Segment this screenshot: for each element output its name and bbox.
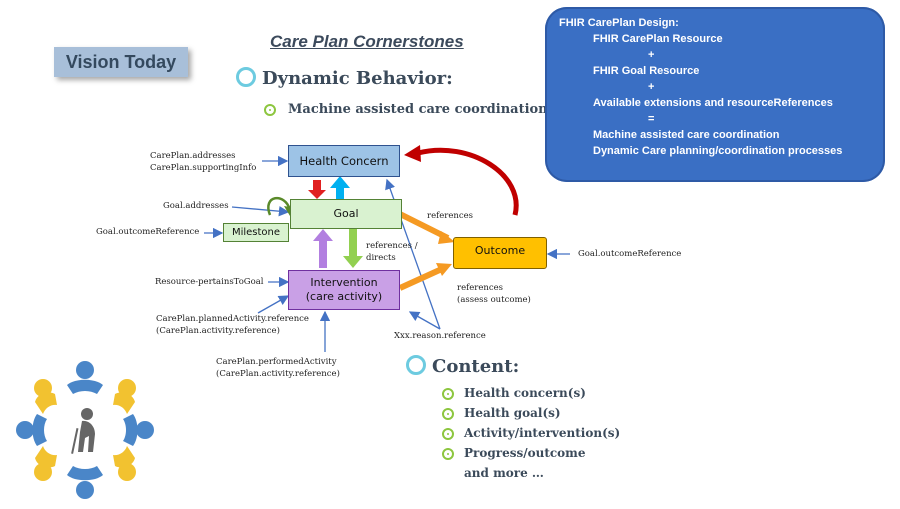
intervention-box: Intervention (care activity) <box>288 270 400 310</box>
fhir-line: Available extensions and resourceReferen… <box>593 97 833 109</box>
label-directs: directs <box>366 253 396 263</box>
content-item: Progress/outcome <box>464 446 586 460</box>
label-assess-outcome: (assess outcome) <box>457 295 531 305</box>
dynamic-behavior-heading: Dynamic Behavior: <box>262 68 453 89</box>
label-references-directs: references / <box>366 241 418 251</box>
label-goal-outcome-ref-left: Goal.outcomeReference <box>96 227 200 237</box>
label-goal-addresses: Goal.addresses <box>163 201 229 211</box>
label-goal-outcome-ref-right: Goal.outcomeReference <box>578 249 682 259</box>
fhir-line: + <box>648 49 655 61</box>
content-more: and more … <box>464 466 544 480</box>
fhir-line: Dynamic Care planning/coordination proce… <box>593 145 843 157</box>
label-references-assess: references <box>457 283 503 293</box>
label-references-top: references <box>427 211 473 221</box>
label-xxx-reason: Xxx.reason.reference <box>394 331 486 341</box>
location-pin-icon <box>406 355 426 375</box>
content-item: Health concern(s) <box>464 386 586 400</box>
location-pin-icon <box>236 67 256 87</box>
outcome-box: Outcome <box>453 237 547 269</box>
bullet-icon <box>442 448 454 460</box>
label-planned-activity-ref: (CarePlan.activity.reference) <box>156 326 280 336</box>
content-item: Health goal(s) <box>464 406 561 420</box>
fhir-line: = <box>648 113 655 125</box>
label-resource-pertains: Resource-pertainsToGoal <box>155 277 264 287</box>
bullet-icon <box>442 408 454 420</box>
bullet-icon <box>264 104 276 116</box>
bullet-icon <box>442 428 454 440</box>
label-performed-activity-ref: (CarePlan.activity.reference) <box>216 369 340 379</box>
intervention-label: Intervention <box>310 276 378 289</box>
fhir-line: Machine assisted care coordination <box>593 129 780 141</box>
label-careplan-addresses: CarePlan.addresses <box>150 151 236 161</box>
fhir-line: FHIR Goal Resource <box>593 65 700 77</box>
fhir-line: + <box>648 81 655 93</box>
dynamic-behavior-item: Machine assisted care coordination <box>288 102 548 117</box>
intervention-sublabel: (care activity) <box>305 290 383 303</box>
bullet-icon <box>442 388 454 400</box>
milestone-box: Milestone <box>223 223 289 242</box>
vision-today-label: Vision Today <box>54 47 188 77</box>
label-planned-activity: CarePlan.plannedActivity.reference <box>156 314 309 324</box>
health-concern-box: Health Concern <box>288 145 400 177</box>
label-performed-activity: CarePlan.performedActivity <box>216 357 337 367</box>
content-heading: Content: <box>432 356 520 377</box>
fhir-line: FHIR CarePlan Resource <box>593 33 723 45</box>
page-title: Care Plan Cornerstones <box>270 32 464 51</box>
fhir-careplan-design-box: FHIR CarePlan Design: FHIR CarePlan Reso… <box>545 7 885 182</box>
care-circle-logo-icon <box>16 361 154 499</box>
content-item: Activity/intervention(s) <box>464 426 621 440</box>
goal-box: Goal <box>290 199 402 229</box>
label-careplan-supporting: CarePlan.supportingInfo <box>150 163 257 173</box>
fhir-line: FHIR CarePlan Design: <box>559 17 679 29</box>
